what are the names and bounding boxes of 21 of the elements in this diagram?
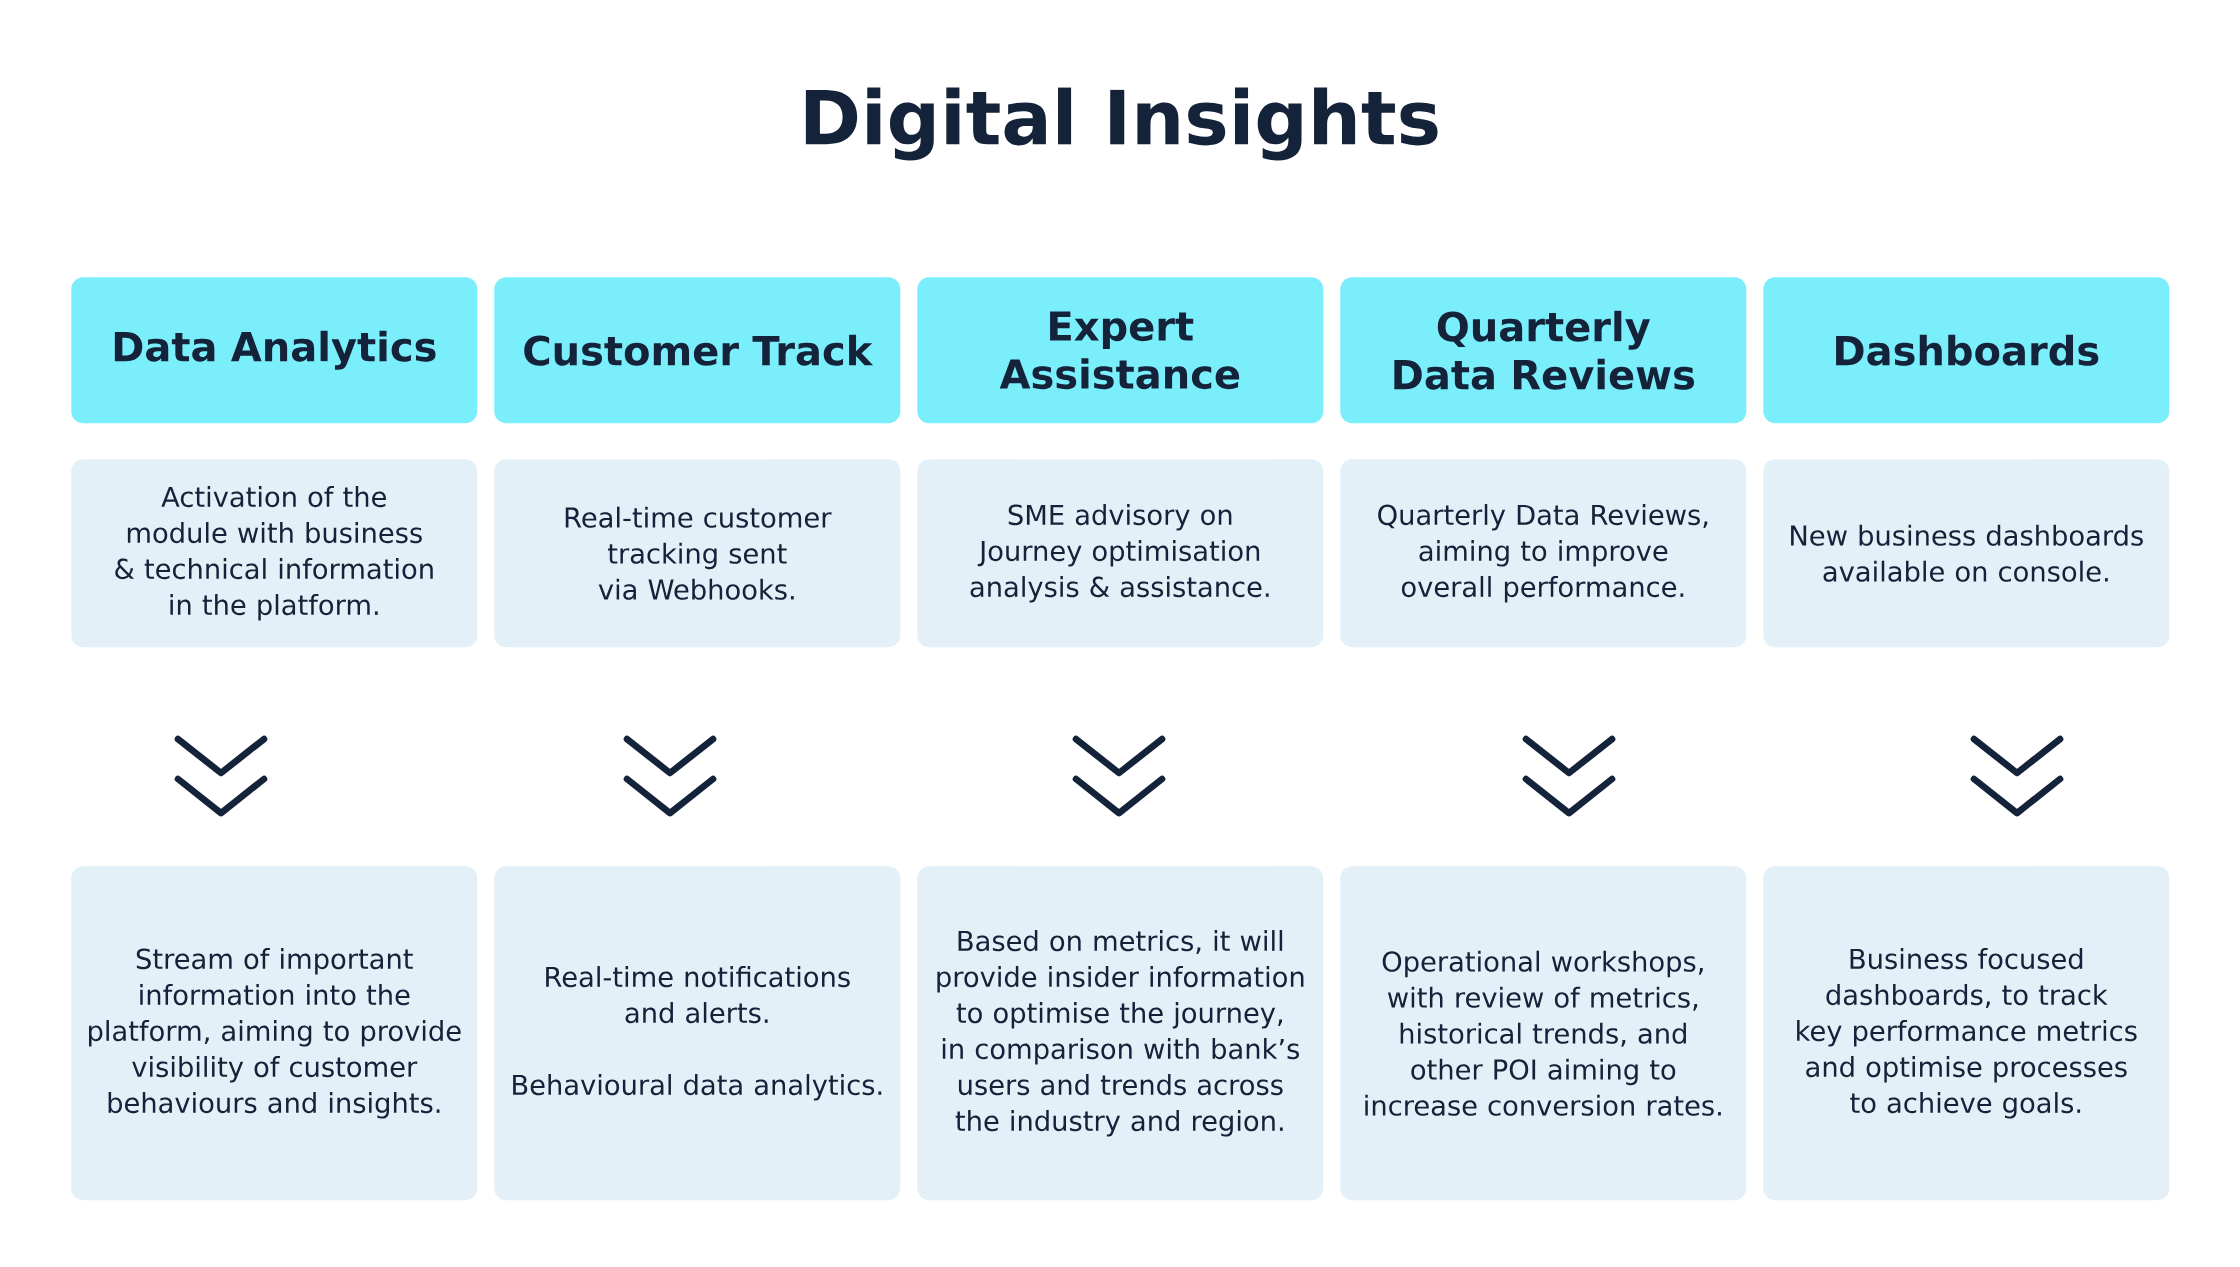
header-box: Quarterly Data Reviews (1340, 277, 1747, 424)
description-box: Real-time customer tracking sent via Webhooks. (494, 459, 901, 648)
description-box: New business dashboards available on console. (1763, 459, 2170, 648)
detail-box: Stream of important information into the platform, aiming to provide visibility of customer behaviours and insights. (71, 866, 478, 1201)
detail-box: Based on metrics, it will provide insider information to optimise the journey, in comparison with bank’s users and trends across the industry and region. (917, 866, 1324, 1201)
header-box: Dashboards (1763, 277, 2170, 424)
description-box: Activation of the module with business & technical information in the platform. (71, 459, 478, 648)
double-chevron-arrow (1522, 735, 1616, 817)
description-box: Quarterly Data Reviews, aiming to improve overall performance. (1340, 459, 1747, 648)
double-chevron-arrow (1072, 735, 1166, 817)
header-box: Data Analytics (71, 277, 478, 424)
header-box: Customer Track (494, 277, 901, 424)
double-chevron-arrow (1970, 735, 2064, 817)
detail-box: Business focused dashboards, to track key performance metrics and optimise processes to achieve goals. (1763, 866, 2170, 1201)
detail-box: Real-time notifications and alerts. Behavioural data analytics. (494, 866, 901, 1201)
description-box: SME advisory on Journey optimisation analysis & assistance. (917, 459, 1324, 648)
header-box: Expert Assistance (917, 277, 1324, 424)
double-chevron-arrow (623, 735, 717, 817)
title: Digital Insights (805, 87, 1438, 161)
detail-box: Operational workshops, with review of metrics, historical trends, and other POI aiming to increase conversion rates. (1340, 866, 1747, 1201)
double-chevron-arrow (174, 735, 268, 817)
